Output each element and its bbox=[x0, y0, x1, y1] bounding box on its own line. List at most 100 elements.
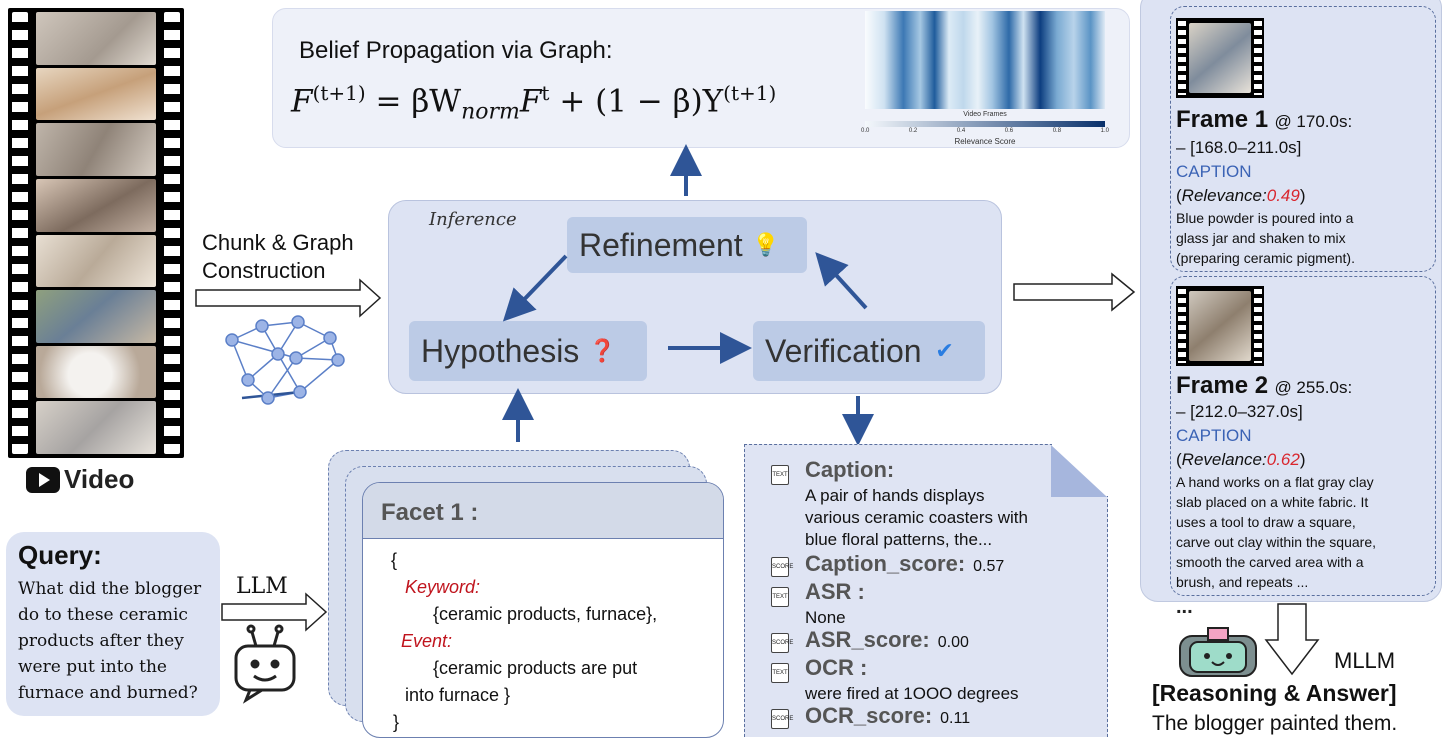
query-title: Query: bbox=[18, 540, 102, 570]
hollow-arrow-output bbox=[1013, 272, 1136, 312]
video-frame bbox=[36, 401, 156, 454]
refinement-label: Refinement bbox=[579, 226, 743, 263]
query-line: do to these ceramic bbox=[18, 605, 188, 625]
inference-label: Inference bbox=[429, 209, 517, 230]
colorbar-tick: 0.2 bbox=[908, 128, 918, 134]
frame-2-range: – [212.0–327.0s] bbox=[1176, 402, 1303, 421]
query-panel: Query: What did the blogger do to these … bbox=[6, 532, 220, 716]
formula-rest: + (1 − β)Y bbox=[549, 83, 724, 120]
text-doc-icon: TEXT bbox=[771, 465, 789, 485]
hollow-arrow-mllm bbox=[1264, 603, 1320, 676]
llm-label: LLM bbox=[236, 574, 288, 599]
facet-event-value-1: {ceramic products are put bbox=[433, 658, 638, 678]
reasoning-label: [Reasoning & Answer] bbox=[1152, 680, 1397, 706]
colorbar-label: Relevance Score bbox=[954, 137, 1016, 146]
facet-body: { Keyword: {ceramic products, furnace}, … bbox=[363, 539, 723, 736]
formula-rest-sup: (t+1) bbox=[723, 81, 777, 105]
frame-2-name: Frame 2 bbox=[1176, 372, 1269, 399]
frame-2-desc-line: uses a tool to draw a square, bbox=[1176, 514, 1356, 530]
video-label-text: Video bbox=[64, 464, 135, 494]
frame-1-description: Blue powder is poured into a glass jar a… bbox=[1176, 208, 1432, 268]
query-line: were put into the bbox=[18, 657, 167, 677]
video-label: Video bbox=[26, 464, 134, 495]
inference-panel: Inference Refinement 💡 Hypothesis ❓ Veri… bbox=[388, 200, 1002, 394]
facet-card: Facet 1 : { Keyword: {ceramic products, … bbox=[362, 482, 724, 738]
frame-1-title: Frame 1 @ 170.0s: bbox=[1176, 106, 1352, 134]
caption-label: Caption: bbox=[805, 457, 895, 482]
video-frame bbox=[36, 67, 156, 121]
video-frame bbox=[36, 234, 156, 288]
robot-icon bbox=[234, 624, 296, 704]
colorbar-ticks: 0.0 0.2 0.4 0.6 0.8 1.0 bbox=[861, 128, 1109, 134]
formula-sub: norm bbox=[461, 99, 520, 125]
frame-2-rel-label: Revelance: bbox=[1181, 450, 1267, 469]
query-line: furnace and burned? bbox=[18, 683, 198, 703]
ocr-row: OCR : bbox=[805, 655, 867, 681]
lightbulb-icon: 💡 bbox=[751, 232, 780, 257]
chunk-label-line1: Chunk & Graph bbox=[202, 230, 354, 255]
hollow-arrow-chunk bbox=[195, 278, 382, 318]
score-icon: SCORE bbox=[771, 709, 793, 729]
frame-2-description: A hand works on a flat gray clay slab pl… bbox=[1176, 472, 1432, 592]
frame-2-caption-label: CAPTION bbox=[1176, 426, 1252, 445]
colorbar-tick: 0.0 bbox=[861, 128, 870, 134]
colorbar-tick: 0.6 bbox=[1004, 128, 1014, 134]
evidence-document: TEXT Caption: A pair of hands displays v… bbox=[744, 444, 1108, 737]
heatmap-caption: Video Frames bbox=[963, 111, 1007, 118]
video-play-icon bbox=[26, 466, 60, 493]
score-icon: SCORE bbox=[771, 633, 793, 653]
asr-score-row: ASR_score:0.00 bbox=[805, 627, 969, 653]
frame-1-desc-line: (preparing ceramic pigment). bbox=[1176, 250, 1355, 266]
score-icon: SCORE bbox=[771, 557, 793, 577]
colorbar-tick: 1.0 bbox=[1100, 128, 1109, 134]
doc-fold-icon bbox=[1051, 445, 1107, 497]
ocr-value: were fired at 1OOO degrees bbox=[805, 684, 1019, 703]
frame-card-1 bbox=[1170, 6, 1436, 272]
video-frames bbox=[36, 12, 156, 454]
frame-1-desc-line: Blue powder is poured into a bbox=[1176, 210, 1354, 226]
arrow-verification-refine bbox=[815, 252, 868, 310]
arrow-refine-hypothesis bbox=[502, 254, 568, 322]
caption-line-3: blue floral patterns, the... bbox=[805, 530, 993, 549]
ocr-score-value: 0.11 bbox=[940, 710, 971, 727]
facet-open-brace: { bbox=[391, 550, 398, 570]
colorbar-tick: 0.8 bbox=[1052, 128, 1062, 134]
hollow-arrow-llm bbox=[221, 592, 328, 632]
caption-score-row: Caption_score:0.57 bbox=[805, 551, 1004, 577]
belief-formula: F(t+1) = βWnormFt + (1 − β)Y(t+1) bbox=[291, 81, 776, 125]
video-frame bbox=[36, 178, 156, 232]
caption-score-label: Caption_score: bbox=[805, 551, 966, 576]
video-film-strip bbox=[8, 8, 184, 458]
facet-close-brace: } bbox=[393, 712, 400, 732]
hypothesis-node: Hypothesis ❓ bbox=[409, 321, 647, 381]
query-line: What did the blogger bbox=[18, 579, 202, 599]
asr-label: ASR : bbox=[805, 579, 865, 604]
more-frames-ellipsis: ... bbox=[1176, 596, 1193, 618]
mllm-label: MLLM bbox=[1334, 648, 1396, 673]
query-line: products after they bbox=[18, 631, 184, 651]
film-sprocket-holes-right bbox=[164, 12, 180, 454]
video-frame bbox=[36, 290, 156, 343]
frame-1-desc-line: glass jar and shaken to mix bbox=[1176, 230, 1346, 246]
ocr-label: OCR : bbox=[805, 655, 868, 680]
answer-text: The blogger painted them. bbox=[1152, 712, 1398, 735]
frame-2-desc-line: brush, and repeats ... bbox=[1176, 574, 1309, 590]
formula-lhs: F bbox=[291, 83, 313, 120]
asr-score-label: ASR_score: bbox=[805, 627, 930, 652]
question-tags-icon: ❓ bbox=[588, 338, 616, 363]
frame-2-desc-line: slab placed on a white fabric. It bbox=[1176, 494, 1369, 510]
caption-line-1: A pair of hands displays bbox=[805, 486, 985, 505]
formula-eq: = βW bbox=[365, 83, 462, 120]
frame-2-desc-line: A hand works on a flat gray clay bbox=[1176, 474, 1374, 490]
frame-1-caption-label: CAPTION bbox=[1176, 162, 1252, 181]
facet-event-value-2: into furnace } bbox=[405, 685, 511, 705]
film-sprocket-holes-left bbox=[12, 12, 28, 454]
frame-1-range: – [168.0–211.0s] bbox=[1176, 138, 1302, 157]
frame-2-rel-value: 0.62 bbox=[1266, 450, 1300, 469]
graph-network-icon bbox=[225, 315, 345, 405]
frame-1-name: Frame 1 bbox=[1176, 106, 1269, 133]
formula-lhs-sup: (t+1) bbox=[312, 81, 366, 105]
text-doc-icon: TEXT bbox=[771, 663, 789, 683]
asr-row: ASR : bbox=[805, 579, 865, 605]
